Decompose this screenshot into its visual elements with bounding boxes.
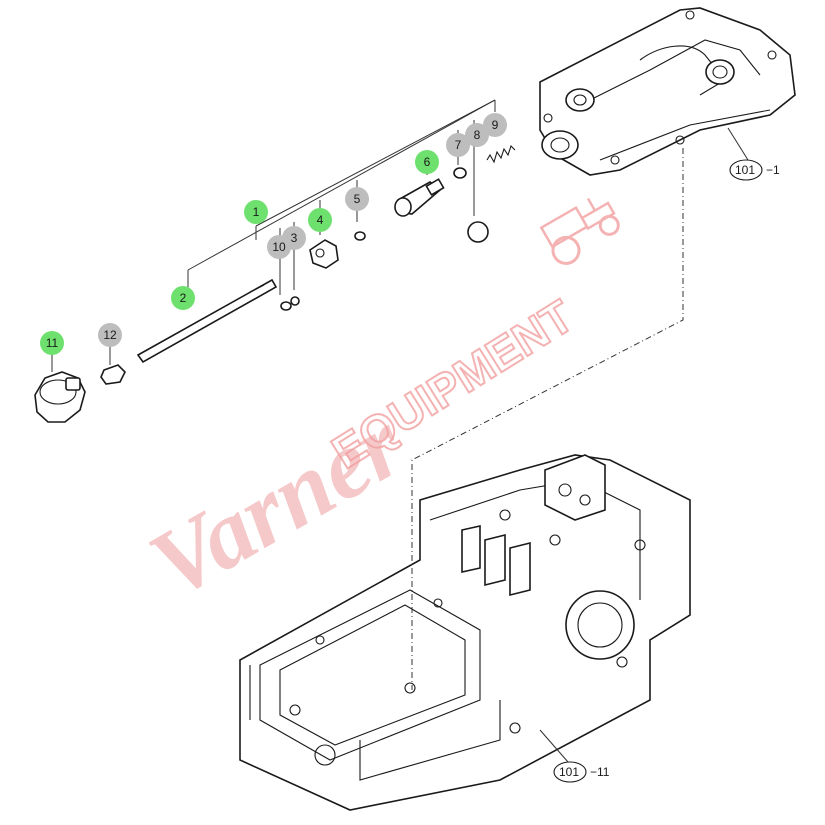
callout-12: 12 bbox=[98, 323, 122, 347]
callout-label: 5 bbox=[354, 192, 361, 206]
knob bbox=[34, 371, 86, 423]
callout-circle bbox=[171, 286, 195, 310]
callout-label: 6 bbox=[424, 155, 431, 169]
callout-circle bbox=[244, 200, 268, 224]
callout-6: 6 bbox=[415, 150, 439, 174]
callout-circle bbox=[267, 235, 291, 259]
callout-label: 10 bbox=[272, 240, 286, 254]
callout-2: 2 bbox=[171, 286, 195, 310]
valve-body bbox=[394, 178, 445, 217]
callout-label: 7 bbox=[455, 138, 462, 152]
callout-label: 9 bbox=[492, 118, 499, 132]
callout-4: 4 bbox=[308, 208, 332, 232]
callout-8: 8 bbox=[465, 123, 489, 147]
callout-label: 3 bbox=[291, 231, 298, 245]
callout-circle bbox=[465, 123, 489, 147]
ref-label: 101 bbox=[559, 765, 579, 779]
watermark-block: EQUIPMENT bbox=[323, 289, 582, 478]
callout-circle bbox=[483, 113, 507, 137]
callout-label: 11 bbox=[46, 336, 59, 350]
callout-7: 7 bbox=[446, 133, 470, 157]
callout-11: 11 bbox=[40, 331, 64, 355]
lower-housing bbox=[239, 454, 691, 811]
reference-101-11: 101 −11 bbox=[539, 729, 610, 783]
reference-101-1: 101 −1 bbox=[727, 127, 780, 181]
valve-parts bbox=[34, 144, 516, 423]
callout-5: 5 bbox=[345, 187, 369, 211]
tractor-logo-icon bbox=[539, 197, 620, 265]
callout-label: 4 bbox=[317, 213, 324, 227]
callout-circle bbox=[308, 208, 332, 232]
ref-suffix: −1 bbox=[766, 163, 780, 177]
callout-1: 1 bbox=[244, 200, 268, 224]
ref-suffix: −11 bbox=[590, 765, 610, 779]
callout-circle bbox=[345, 187, 369, 211]
callout-label: 1 bbox=[253, 205, 260, 219]
callout-label: 2 bbox=[180, 291, 187, 305]
callout-circle bbox=[98, 323, 122, 347]
callout-circle bbox=[446, 133, 470, 157]
rod bbox=[136, 278, 278, 364]
callout-circle bbox=[40, 331, 64, 355]
callout-10: 10 bbox=[267, 235, 291, 259]
ref-label: 101 bbox=[735, 163, 755, 177]
callout-circle bbox=[415, 150, 439, 174]
callout-9: 9 bbox=[483, 113, 507, 137]
callout-label: 12 bbox=[103, 328, 117, 342]
upper-housing bbox=[539, 7, 796, 176]
callout-label: 8 bbox=[474, 128, 481, 142]
